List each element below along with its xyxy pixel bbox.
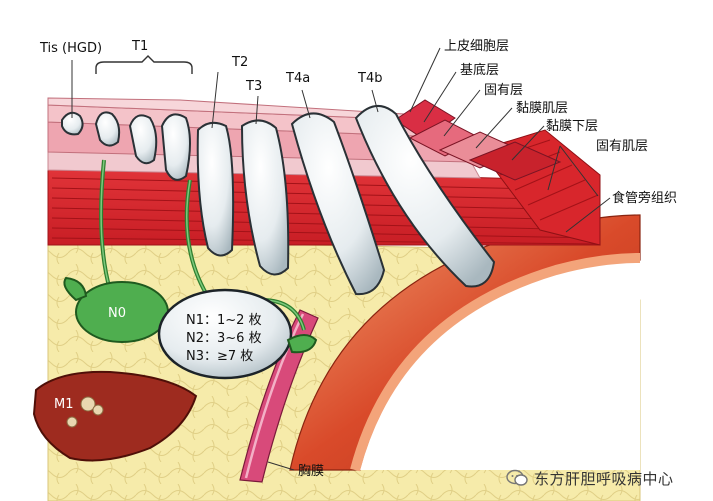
tumor-t2	[196, 121, 235, 257]
label-epithelium: 上皮细胞层	[444, 39, 509, 54]
node-n0-tail	[63, 276, 88, 302]
label-submucosa: 黏膜下层	[546, 118, 598, 134]
label-t4b: T4b	[357, 71, 382, 86]
label-periesophageal: 食管旁组织	[612, 190, 677, 206]
tumors	[61, 105, 496, 296]
label-n2: N2：3~6 枚	[186, 331, 262, 346]
node-n1-3-tail	[286, 334, 318, 354]
t1-bracket	[95, 55, 193, 74]
label-lamina-propria: 固有层	[484, 83, 523, 98]
watermark-text: 东方肝胆呼吸病中心	[534, 469, 674, 488]
label-pleura: 胸膜	[298, 464, 324, 479]
tumor-t1-b	[128, 114, 158, 165]
watermark: 东方肝胆呼吸病中心	[506, 466, 706, 490]
label-muscularis-mucosae: 黏膜肌层	[516, 100, 568, 116]
mm-block	[468, 141, 562, 181]
wechat-icon	[506, 469, 528, 486]
tumor-t1-a	[94, 111, 121, 147]
label-basal: 基底层	[460, 62, 499, 78]
node-n1-3	[157, 288, 293, 380]
label-t1: T1	[131, 39, 148, 54]
tumor-t1-c	[160, 113, 191, 181]
label-n0: N0	[108, 306, 126, 321]
label-tis: Tis (HGD)	[39, 41, 102, 56]
liver	[32, 370, 198, 462]
liver-metastases	[66, 396, 104, 428]
pleura-highlight	[244, 313, 305, 479]
tumor-t3	[240, 119, 290, 276]
label-t4a: T4a	[285, 71, 310, 86]
label-n1: N1：1~2 枚	[186, 313, 262, 328]
tumor-t4b	[354, 105, 496, 288]
label-muscularis-propria: 固有肌层	[596, 139, 648, 154]
tumor-tis	[61, 111, 84, 136]
label-t3: T3	[245, 79, 262, 94]
tumor-t4a	[290, 112, 386, 296]
label-t2: T2	[231, 55, 248, 70]
label-m1: M1	[54, 397, 74, 412]
leader-lines	[71, 47, 611, 471]
label-n3: N3：≥7 枚	[186, 349, 253, 364]
aorta-inner	[360, 262, 640, 470]
aorta-rim	[350, 253, 641, 472]
